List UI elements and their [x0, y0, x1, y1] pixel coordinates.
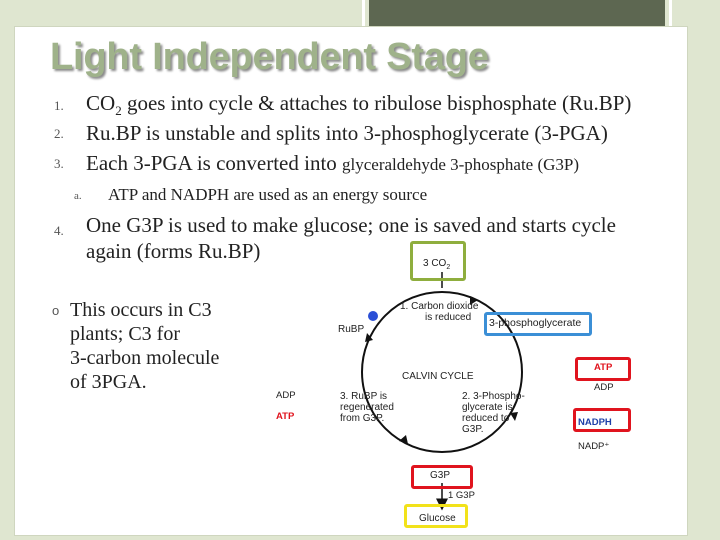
- glucose-highlight-box: [404, 504, 468, 528]
- pga-highlight-box: [484, 312, 592, 336]
- slide-title: Light Independent Stage: [50, 36, 489, 78]
- cycle-ring: [361, 291, 523, 453]
- rubp-marker-dot: [368, 311, 378, 321]
- step3-line2: regenerated: [340, 402, 394, 413]
- note-line-1: This occurs in C3: [70, 299, 212, 321]
- g3p-label: G3P: [430, 470, 450, 481]
- step3-line3: from G3P.: [340, 413, 384, 424]
- list-item-1: CO2 goes into cycle & attaches to ribulo…: [86, 91, 632, 119]
- co2-label: 3 CO2: [423, 258, 451, 271]
- step1-line1: 1. Carbon dioxide: [400, 301, 479, 312]
- list-item-4-line-1: One G3P is used to make glucose; one is …: [86, 213, 616, 237]
- cycle-arrowhead-right: [510, 412, 518, 421]
- atp-left-label: ATP: [276, 411, 295, 422]
- adp-left-label: ADP: [276, 390, 296, 401]
- nadph-highlight-box: [573, 408, 631, 432]
- step2-line1: 2. 3-Phospho-: [462, 391, 525, 402]
- step1-line2: is reduced: [425, 312, 471, 323]
- note-text: This occurs in C3 plants; C3 for 3-carbo…: [70, 298, 219, 394]
- step2-line2: glycerate is: [462, 402, 513, 413]
- g3p-highlight-box: [411, 465, 473, 489]
- list-subitem-letter-a: a.: [74, 190, 82, 202]
- list-number-3: 3.: [54, 156, 64, 171]
- list-number-1: 1.: [54, 98, 64, 113]
- note-line-2: plants; C3 for: [70, 323, 180, 345]
- step2-line4: G3P.: [462, 424, 484, 435]
- cycle-arrowhead-top: [470, 296, 478, 305]
- glucose-label: Glucose: [419, 513, 456, 524]
- list-item-3: Each 3-PGA is converted into glyceraldeh…: [86, 151, 580, 175]
- cycle-arrowhead-left: [365, 333, 373, 342]
- calvin-cycle-svg: 1. Carbon dioxide is reduced RuBP CALVIN…: [276, 246, 614, 524]
- note-line-4: of 3PGA.: [70, 371, 147, 393]
- adp-right-label: ADP: [594, 382, 614, 393]
- atp-highlight-box: [575, 357, 631, 381]
- atp-right-label: ATP: [594, 362, 613, 373]
- list-number-4: 4.: [54, 223, 64, 238]
- one-g3p-label: 1 G3P: [448, 490, 475, 501]
- list-item-2: Ru.BP is unstable and splits into 3-phos…: [86, 121, 608, 145]
- nadph-label: NADPH: [578, 417, 612, 428]
- co2-highlight-box: [410, 241, 466, 281]
- step3-line1: 3. RuBP is: [340, 391, 387, 402]
- cycle-arrowhead-bottom: [399, 435, 408, 444]
- pga-label: 3-phosphoglycerate: [489, 317, 582, 329]
- note-bullet: o: [52, 303, 60, 318]
- note-line-3: 3-carbon molecule: [70, 347, 220, 369]
- step2-line3: reduced to: [462, 413, 510, 424]
- list-item-4-line-2: again (forms Ru.BP): [86, 239, 261, 263]
- nadp-label: NADP⁺: [578, 441, 609, 452]
- list-number-2: 2.: [54, 126, 64, 141]
- list-subitem-a: ATP and NADPH are used as an energy sour…: [108, 185, 428, 204]
- rubp-label: RuBP: [338, 324, 364, 335]
- calvin-cycle-label: CALVIN CYCLE: [402, 371, 474, 382]
